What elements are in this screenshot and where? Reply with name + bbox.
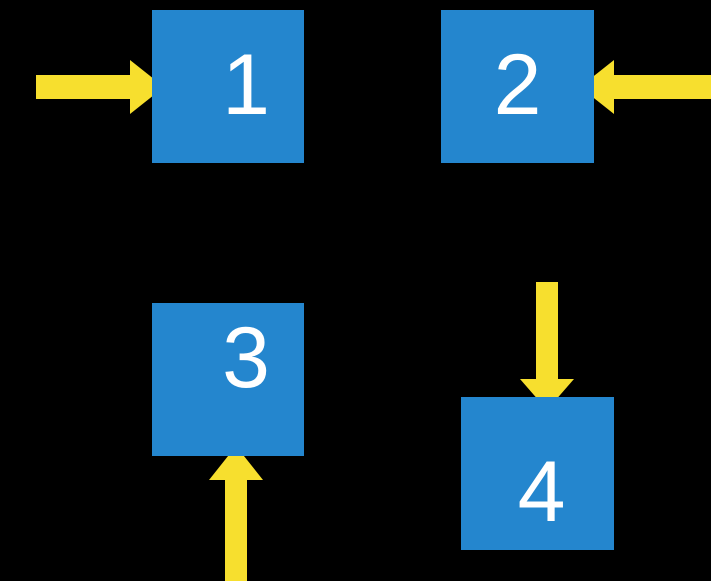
node-label-2: 2 — [493, 36, 542, 133]
arrow-up-into-node-3 — [209, 446, 263, 581]
node-box-3[interactable]: 3 — [152, 303, 304, 456]
arrow-right-into-node-1 — [36, 60, 164, 114]
node-label-1: 1 — [222, 36, 270, 133]
node-label-4: 4 — [517, 443, 566, 540]
arrow-left-into-node-2 — [580, 60, 711, 114]
node-box-1[interactable]: 1 — [152, 10, 304, 163]
arrow-down-into-node-4 — [520, 282, 574, 410]
node-box-4[interactable]: 4 — [461, 397, 614, 550]
node-label-3: 3 — [222, 309, 270, 406]
node-box-2[interactable]: 2 — [441, 10, 594, 163]
